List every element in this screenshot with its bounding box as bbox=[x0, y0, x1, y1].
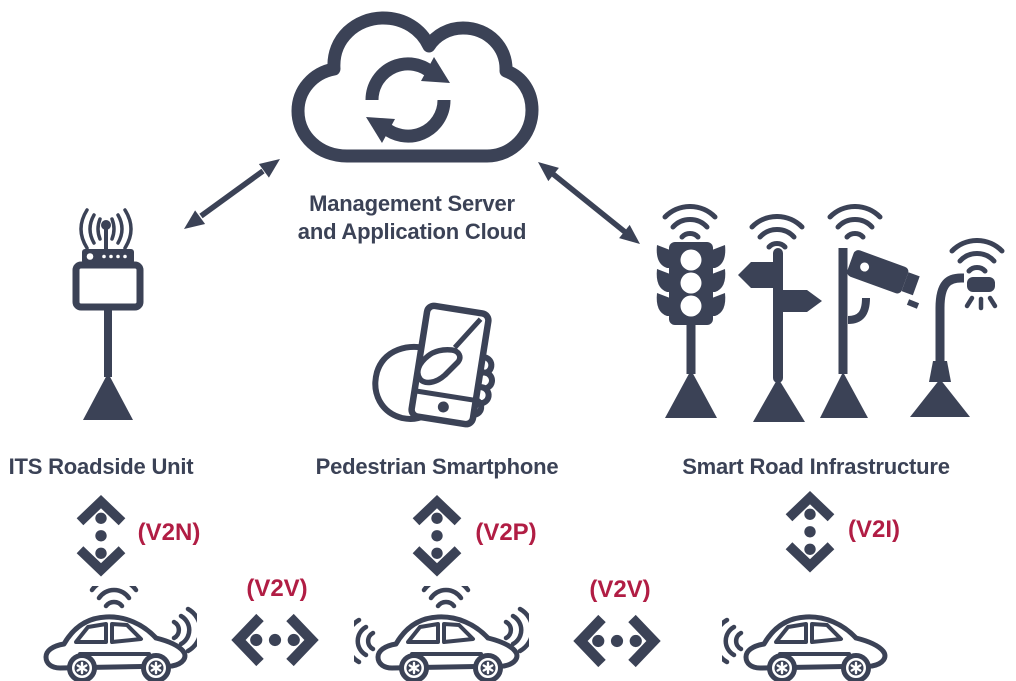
v2v-arrow-1 bbox=[228, 610, 322, 670]
cctv-camera-icon bbox=[820, 202, 920, 418]
infrastructure-label: Smart Road Infrastructure bbox=[682, 454, 950, 479]
v2v-label-2: (V2V) bbox=[589, 576, 651, 603]
hand-thumb bbox=[415, 347, 463, 386]
cloud-label: Management Server and Application Cloud bbox=[297, 190, 527, 246]
connected-car-3 bbox=[722, 586, 897, 681]
sync-arrows-icon bbox=[365, 57, 451, 143]
cloud-infrastructure-link-arrow bbox=[538, 162, 640, 244]
v2v-arrow-2 bbox=[570, 611, 664, 671]
v2n-label: (V2N) bbox=[137, 519, 201, 546]
v2i-arrow bbox=[782, 488, 838, 576]
lamp-light-rays bbox=[964, 295, 998, 311]
cloud-label-line1: Management Server bbox=[309, 191, 515, 216]
roadside-unit-label: ITS Roadside Unit bbox=[8, 454, 194, 479]
its-roadside-unit-icon bbox=[72, 208, 144, 420]
v2p-label: (V2P) bbox=[475, 519, 537, 546]
cloud-label-line2: and Application Cloud bbox=[297, 219, 527, 244]
v2i-label: (V2I) bbox=[847, 516, 901, 543]
v2v-label-1: (V2V) bbox=[246, 575, 308, 602]
traffic-light-icon bbox=[656, 202, 726, 418]
connected-car-1 bbox=[22, 586, 197, 681]
v2p-arrow bbox=[409, 492, 465, 580]
v2n-arrow bbox=[73, 492, 129, 580]
direction-signs-icon bbox=[738, 210, 822, 422]
pedestrian-smartphone-icon bbox=[372, 302, 495, 428]
connected-car-2 bbox=[354, 586, 529, 681]
street-lamp-icon bbox=[910, 205, 1013, 417]
cloud-roadside-link-arrow bbox=[184, 159, 280, 229]
cloud-sync-icon bbox=[291, 11, 539, 163]
antenna-waves-icon bbox=[79, 208, 133, 250]
pedestrian-label: Pedestrian Smartphone bbox=[315, 454, 559, 479]
phone-home-button bbox=[437, 401, 449, 413]
screen-reflection bbox=[452, 317, 483, 350]
